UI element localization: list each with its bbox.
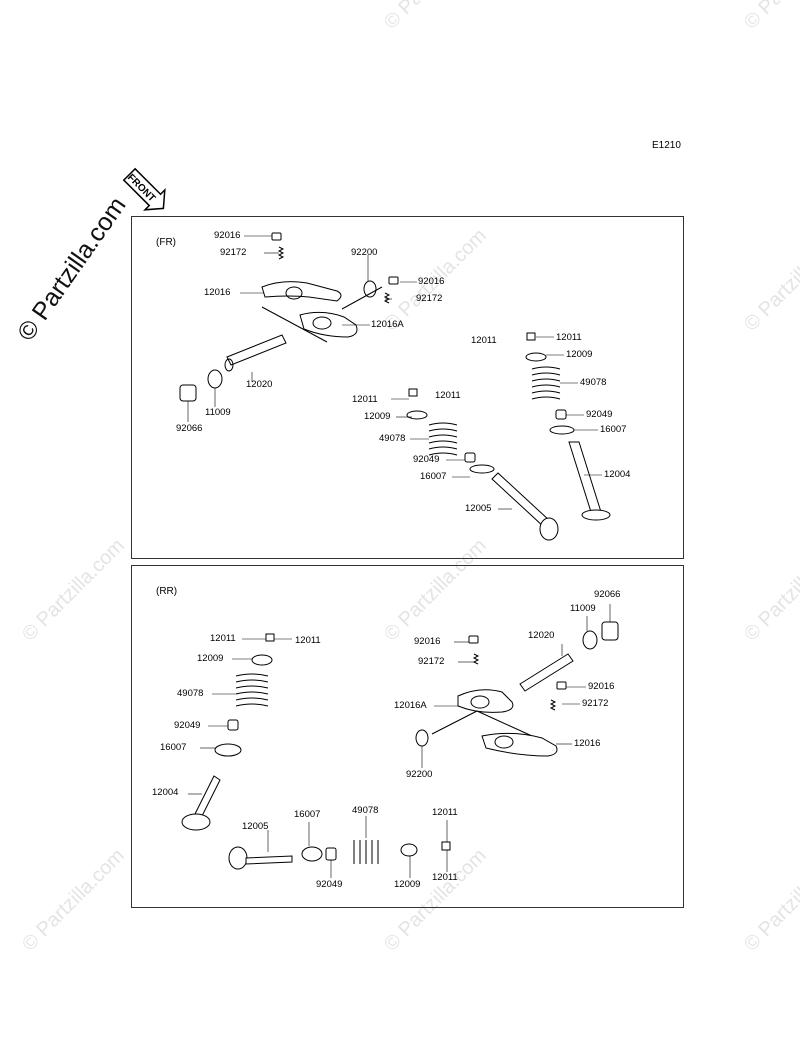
part-label: 12009: [394, 879, 421, 890]
part-label: 12009: [364, 411, 391, 422]
part-label: 12009: [566, 349, 593, 360]
part-label: 12011: [435, 390, 461, 401]
part-label: 92049: [316, 879, 343, 890]
part-label: 49078: [580, 377, 607, 388]
part-label: 92016: [414, 636, 441, 647]
part-label: 92066: [594, 589, 621, 600]
diagram-code: E1210: [652, 140, 681, 151]
part-label: 49078: [177, 688, 204, 699]
part-label: 12011: [295, 635, 321, 646]
part-label: 12005: [242, 821, 269, 832]
part-label: 92172: [416, 293, 443, 304]
part-label: 12011: [432, 872, 458, 883]
part-label: 92172: [418, 656, 445, 667]
part-label: 92049: [413, 454, 440, 465]
o-ring-part: [207, 369, 223, 389]
rocker-shaft-hole: [285, 286, 303, 300]
panel-title: (FR): [156, 237, 176, 248]
part-label: 12020: [246, 379, 273, 390]
part-label: 12004: [152, 787, 179, 798]
part-label: 92016: [418, 276, 445, 287]
part-label: 12005: [465, 503, 492, 514]
part-label: 16007: [600, 424, 627, 435]
rear-cylinder-panel: (RR): [131, 565, 684, 908]
part-label: 12020: [528, 630, 555, 641]
part-label: 92172: [582, 698, 609, 709]
part-label: 12016: [204, 287, 231, 298]
watermark-text: © Partzilla.com: [18, 844, 129, 956]
front-parts-drawing: [179, 232, 611, 541]
part-label: 12011: [210, 633, 236, 644]
plug-part: [179, 384, 197, 402]
part-label: 16007: [294, 809, 321, 820]
front-arrow-icon: FRONT: [115, 160, 175, 225]
part-label: 92016: [588, 681, 615, 692]
watermark-text: © Partzilla.com: [18, 534, 129, 646]
part-label: 16007: [160, 742, 187, 753]
watermark-text: © Partzilla.com: [380, 0, 492, 34]
keeper-part: [526, 332, 536, 341]
part-label: 92049: [174, 720, 201, 731]
part-label: 12016: [574, 738, 601, 749]
part-label: 92200: [351, 247, 378, 258]
rocker-shaft-part: [226, 334, 287, 366]
washer-part: [363, 280, 377, 298]
watermark-text: © Partzilla.com: [740, 224, 800, 336]
part-label: 49078: [352, 805, 379, 816]
part-label: 12011: [471, 335, 497, 346]
part-label: 92200: [406, 769, 433, 780]
rocker-arm-part: [299, 311, 358, 338]
part-label: 12004: [604, 469, 631, 480]
part-label: 11009: [205, 407, 231, 418]
panel-title: (RR): [156, 586, 178, 597]
watermark-text: © Partzilla.com: [740, 534, 800, 646]
part-label: 12011: [556, 332, 582, 343]
retainer-part: [525, 352, 547, 362]
watermark-text: © Partzilla.com: [740, 844, 800, 956]
part-label: 49078: [379, 433, 406, 444]
part-label: 11009: [570, 603, 596, 614]
spring-part: [277, 246, 285, 260]
front-cylinder-panel: (FR): [131, 216, 684, 559]
nut-part: [271, 232, 282, 241]
valve-stem-part: [568, 441, 602, 513]
valve-spring-part: [531, 366, 561, 400]
part-label: 92016: [214, 230, 241, 241]
part-label: 12011: [352, 394, 378, 405]
part-label: 16007: [420, 471, 447, 482]
seal-part: [555, 409, 567, 420]
part-label: 92172: [220, 247, 247, 258]
part-label: 92049: [586, 409, 613, 420]
part-label: 12009: [197, 653, 224, 664]
rear-parts-drawing: [181, 604, 619, 878]
part-label: 92066: [176, 423, 203, 434]
part-label: 12011: [432, 807, 458, 818]
spring-seat-part: [549, 425, 575, 435]
watermark-text: © Partzilla.com: [740, 0, 800, 34]
part-label: 12016A: [371, 319, 404, 330]
valve-head-part: [581, 509, 611, 521]
part-label: 12016A: [394, 700, 427, 711]
